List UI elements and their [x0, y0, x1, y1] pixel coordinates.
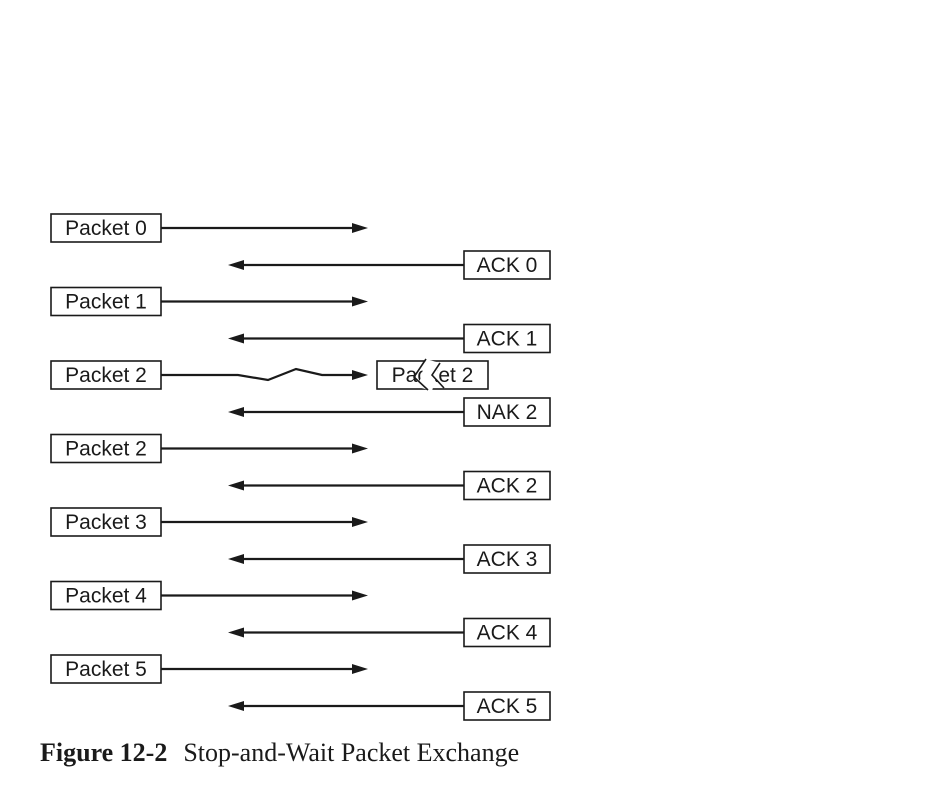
- reply-label: ACK 3: [477, 548, 538, 571]
- reply-arrowhead: [228, 407, 244, 417]
- packet-label: Packet 4: [65, 585, 147, 608]
- reply-box: [463, 250, 551, 280]
- exchange-row: Packet 2 ACK 2: [50, 433, 551, 501]
- packet-box: [50, 507, 162, 537]
- reply-arrowhead: [228, 701, 244, 711]
- damaged-transmission-arrow: [161, 367, 356, 382]
- reply-arrowhead: [228, 554, 244, 564]
- reply-box: [463, 470, 551, 501]
- reply-box: [463, 691, 551, 721]
- packet-label: Packet 5: [65, 658, 147, 681]
- reply-box: [463, 397, 551, 427]
- packet-arrowhead: [352, 517, 368, 527]
- exchange-row: Packet 5 ACK 5: [50, 654, 551, 721]
- figure-title: Stop-and-Wait Packet Exchange: [183, 738, 520, 767]
- packet-arrowhead: [352, 370, 368, 380]
- packet-label: Packet 3: [65, 511, 147, 534]
- packet-arrowhead: [352, 664, 368, 674]
- packet-box: [50, 286, 162, 317]
- exchange-row: Packet 0 ACK 0: [50, 213, 551, 280]
- figure-caption: Figure 12-2 Stop-and-Wait Packet Exchange: [40, 738, 519, 768]
- reply-box: [463, 323, 551, 354]
- reply-arrowhead: [228, 627, 244, 638]
- exchange-row: Packet 1 ACK 1: [50, 286, 551, 354]
- reply-label: ACK 2: [477, 475, 538, 498]
- packet-box: [50, 433, 162, 464]
- reply-box: [463, 544, 551, 574]
- reply-arrowhead: [228, 260, 244, 270]
- packet-arrowhead: [352, 443, 368, 454]
- tear-edge-right: [430, 362, 445, 389]
- reply-label: ACK 0: [477, 254, 538, 277]
- packet-arrowhead: [352, 590, 368, 601]
- packet-arrowhead: [352, 223, 368, 233]
- packet-box: [50, 654, 162, 684]
- exchange-row: Packet 4 ACK 4: [50, 580, 551, 648]
- figure-number: Figure 12-2: [40, 738, 168, 767]
- tear-gap: [418, 359, 440, 391]
- packet-box: [50, 213, 162, 243]
- exchange-row: Packet 3 ACK 3: [50, 507, 551, 574]
- tear-edge-left: [412, 358, 429, 391]
- reply-arrowhead: [228, 480, 244, 491]
- reply-arrowhead: [228, 333, 244, 344]
- reply-label: NAK 2: [477, 401, 538, 424]
- reply-label: ACK 5: [477, 695, 538, 718]
- reply-label: ACK 4: [477, 622, 538, 645]
- reply-label: ACK 1: [477, 328, 538, 351]
- packet-label: Packet 0: [65, 217, 147, 240]
- packet-label: Packet 1: [65, 291, 147, 314]
- packet-label: Packet 2: [65, 364, 147, 387]
- reply-box: [463, 617, 551, 648]
- packet-label: Packet 2: [65, 438, 147, 461]
- packet-arrowhead: [352, 296, 368, 307]
